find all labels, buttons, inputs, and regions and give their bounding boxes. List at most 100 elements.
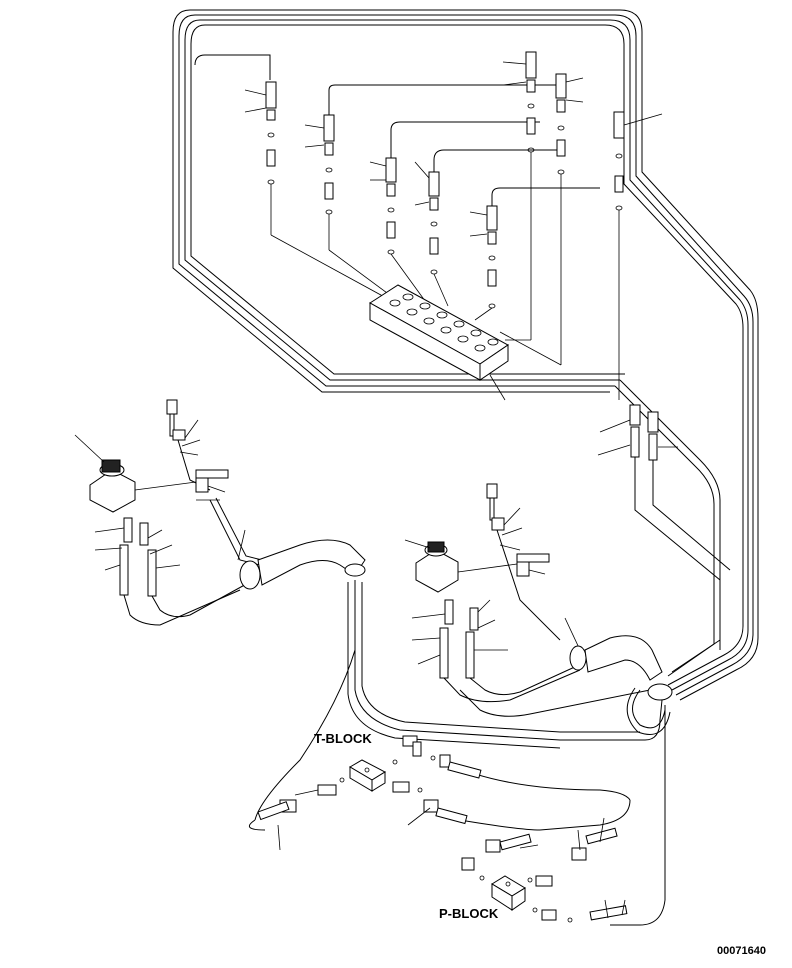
left-pilot-valve-assembly xyxy=(74,399,366,626)
fitting-icon xyxy=(423,799,439,813)
t-block-label: T-BLOCK xyxy=(314,731,372,746)
o-ring-icon xyxy=(615,205,623,211)
right-pilot-valve-assembly xyxy=(404,483,673,735)
o-ring-icon xyxy=(392,759,398,765)
hose-icon xyxy=(584,635,663,681)
o-ring-icon xyxy=(430,221,438,227)
hose-icon xyxy=(585,827,618,845)
o-ring-icon xyxy=(488,255,496,261)
hose-icon xyxy=(265,81,277,109)
drawing-number: 00071640 xyxy=(717,945,766,957)
hose-icon xyxy=(648,433,658,461)
block-feed-lines xyxy=(270,234,562,366)
fitting-icon xyxy=(195,477,209,493)
hose-icon xyxy=(257,539,366,586)
hose-icon xyxy=(525,51,537,79)
fitting-icon xyxy=(571,847,587,861)
hose-icon xyxy=(428,171,440,197)
o-ring-icon xyxy=(267,179,275,185)
hose-icon xyxy=(465,631,475,679)
hose-icon xyxy=(630,426,640,458)
fitting-icon xyxy=(266,109,276,121)
hose-icon xyxy=(439,627,449,679)
fitting-icon xyxy=(461,857,475,871)
pipe-loop-bundle xyxy=(172,9,759,701)
grommet-icon xyxy=(569,645,587,671)
t-block-assembly xyxy=(257,735,482,851)
fitting-icon xyxy=(629,404,641,426)
o-ring-icon xyxy=(430,269,438,275)
fitting-icon xyxy=(487,269,497,287)
fitting-icon xyxy=(139,522,149,546)
fitting-icon xyxy=(516,561,530,577)
fitting-icon xyxy=(444,599,454,625)
fitting-icon xyxy=(402,735,418,747)
p-block-label: P-BLOCK xyxy=(439,906,499,921)
hose-icon xyxy=(499,833,532,851)
bolt-icon xyxy=(195,469,229,479)
fitting-icon xyxy=(469,607,479,631)
o-ring-icon xyxy=(479,875,485,881)
grommet-icon xyxy=(647,683,673,701)
fitting-icon xyxy=(386,221,396,239)
hose-icon xyxy=(257,801,290,821)
center-manifold-block xyxy=(369,284,509,401)
o-ring-icon xyxy=(488,303,496,309)
lower-routing xyxy=(248,580,666,926)
o-ring-icon xyxy=(527,877,533,883)
o-ring-icon xyxy=(387,207,395,213)
fitting-icon xyxy=(556,139,566,157)
bolt-icon xyxy=(486,483,498,499)
fitting-icon xyxy=(324,182,334,200)
hose-icon xyxy=(385,157,397,183)
hose-icon xyxy=(589,905,628,921)
fitting-icon xyxy=(647,411,659,433)
fitting-icon xyxy=(526,79,536,93)
fitting-icon xyxy=(556,99,566,113)
o-ring-icon xyxy=(339,777,345,783)
fitting-icon xyxy=(541,909,557,921)
hose-icon xyxy=(486,205,498,231)
grommet-icon xyxy=(239,560,261,590)
fitting-icon xyxy=(266,149,276,167)
p-block-assembly xyxy=(461,817,628,923)
hose-icon xyxy=(555,73,567,99)
fitting-icon xyxy=(439,754,451,768)
fitting-icon xyxy=(487,231,497,245)
fitting-icon xyxy=(386,183,396,197)
o-ring-icon xyxy=(389,299,401,307)
o-ring-icon xyxy=(387,249,395,255)
hose-icon xyxy=(147,549,157,597)
fitting-icon xyxy=(491,517,505,531)
o-ring-icon xyxy=(325,167,333,173)
o-ring-icon xyxy=(615,153,623,159)
fitting-icon xyxy=(172,429,186,441)
fitting-icon xyxy=(412,741,422,757)
o-ring-icon xyxy=(557,169,565,175)
top-hose-assemblies xyxy=(244,51,663,400)
o-ring-icon xyxy=(557,125,565,131)
grommet-icon xyxy=(344,563,366,577)
fitting-icon xyxy=(317,784,337,796)
fitting-icon xyxy=(535,875,553,887)
fitting-icon xyxy=(429,237,439,255)
o-ring-icon xyxy=(267,132,275,138)
fitting-icon xyxy=(526,117,536,135)
fitting-icon xyxy=(123,517,133,543)
right-hoses xyxy=(597,404,731,650)
bolt-icon xyxy=(166,399,178,415)
hose-icon xyxy=(435,807,468,825)
hose-icon xyxy=(613,111,625,139)
o-ring-icon xyxy=(325,209,333,215)
o-ring-icon xyxy=(527,103,535,109)
fitting-icon xyxy=(392,781,410,793)
fitting-icon xyxy=(324,142,334,156)
hose-icon xyxy=(119,544,129,596)
hose-icon xyxy=(323,114,335,142)
hose-icon xyxy=(447,761,482,779)
fitting-icon xyxy=(429,197,439,211)
bolt-icon xyxy=(516,553,550,563)
fitting-icon xyxy=(485,839,501,853)
fitting-icon xyxy=(614,175,624,193)
